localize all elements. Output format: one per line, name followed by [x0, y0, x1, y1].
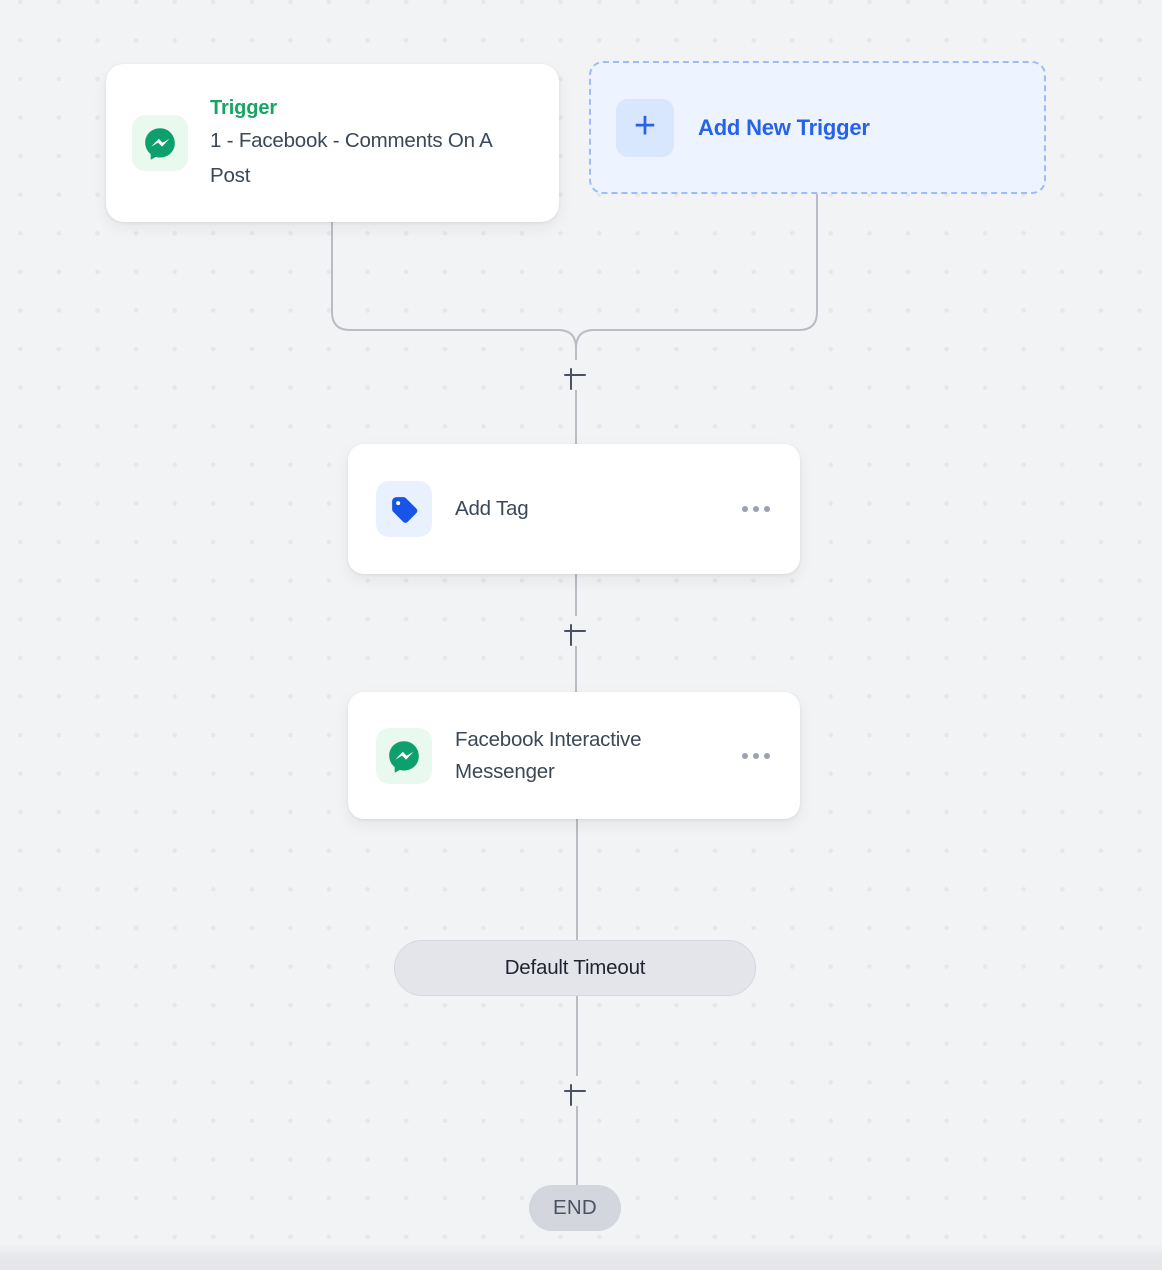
- edge-trigger-to-merge: [331, 222, 577, 360]
- messenger-icon: [376, 727, 432, 784]
- tag-icon: [376, 481, 432, 537]
- default-timeout-pill[interactable]: Default Timeout: [394, 940, 756, 996]
- add-step-button-1[interactable]: [560, 360, 590, 390]
- trigger-name: 1 - Facebook - Comments On A Post: [210, 129, 492, 187]
- add-step-button-3[interactable]: [560, 1076, 590, 1106]
- add-new-trigger-button[interactable]: + Add New Trigger: [589, 61, 1046, 194]
- trigger-label: Trigger: [210, 97, 278, 120]
- canvas-bottom-fade: [0, 1244, 1162, 1270]
- end-badge: END: [529, 1185, 621, 1231]
- trigger-card[interactable]: Trigger 1 - Facebook - Comments On A Pos…: [106, 64, 559, 222]
- step-card-add-tag[interactable]: Add Tag: [348, 444, 800, 574]
- plus-icon: +: [616, 98, 674, 157]
- more-options-icon-messenger[interactable]: [740, 747, 772, 765]
- add-new-trigger-label: Add New Trigger: [698, 114, 870, 140]
- messenger-icon: [132, 115, 188, 171]
- add-step-button-2[interactable]: [560, 616, 590, 646]
- edge-addtrigger-to-merge: [575, 194, 818, 360]
- plus-glyph: +: [633, 104, 657, 147]
- end-badge-label: END: [553, 1196, 597, 1219]
- step-title-facebook-interactive-messenger: Facebook Interactive Messenger: [455, 728, 642, 783]
- trigger-card-text: Trigger 1 - Facebook - Comments On A Pos…: [210, 93, 533, 192]
- more-options-icon-add-tag[interactable]: [740, 500, 772, 518]
- step-card-facebook-interactive-messenger[interactable]: Facebook Interactive Messenger: [348, 692, 800, 819]
- step-title-add-tag: Add Tag: [455, 497, 529, 521]
- default-timeout-label: Default Timeout: [504, 956, 646, 979]
